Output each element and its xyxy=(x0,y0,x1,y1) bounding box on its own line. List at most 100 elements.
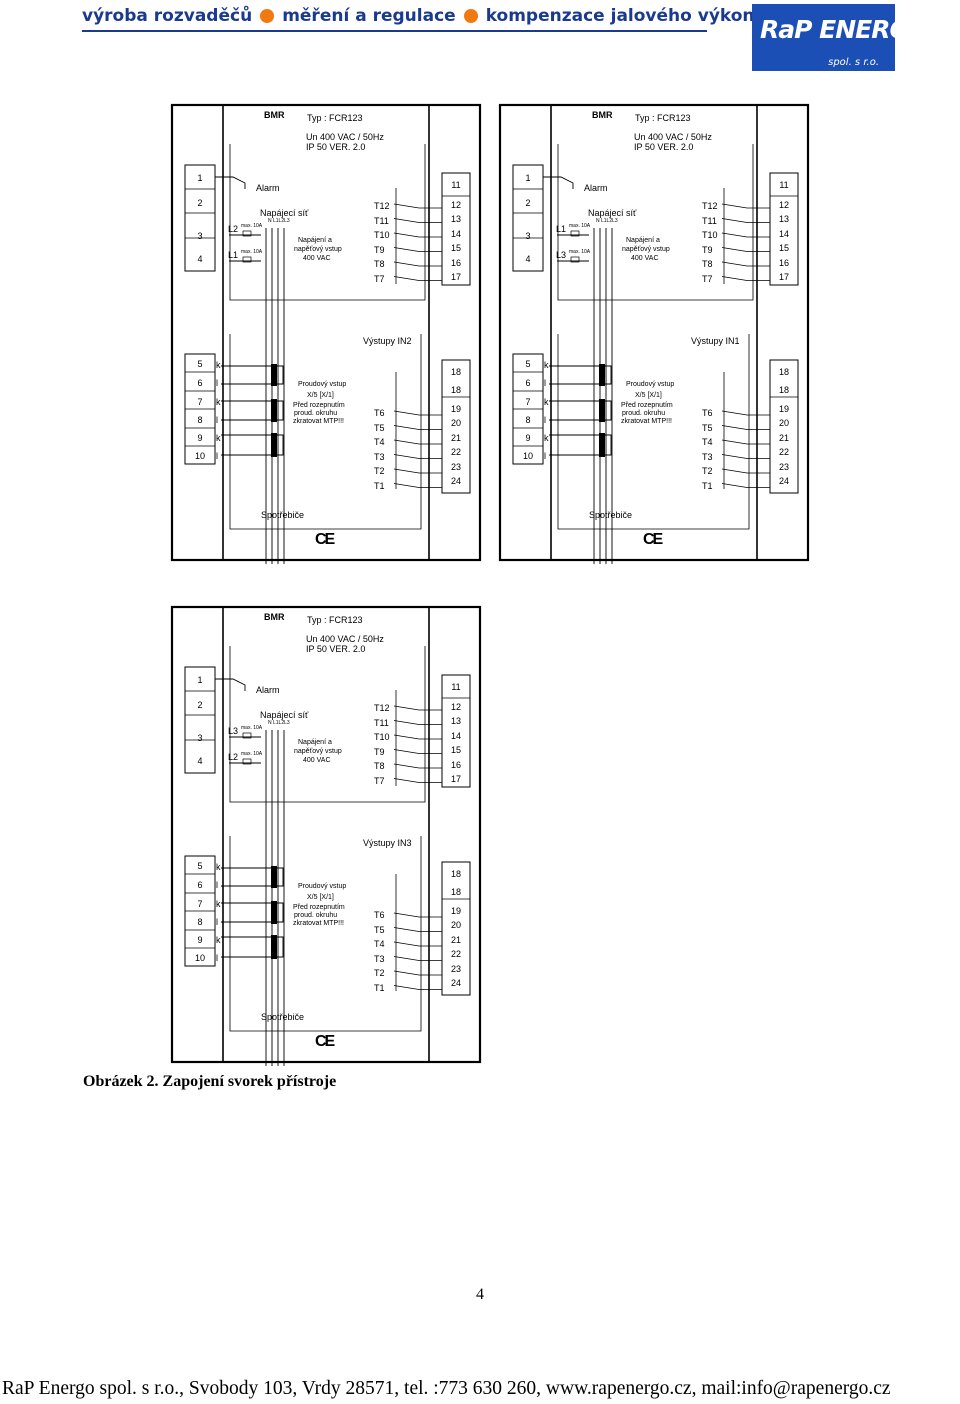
terminal-block-top-left xyxy=(184,666,216,774)
power-input-label: napěťový vstup xyxy=(622,246,670,253)
terminal-number: 3 xyxy=(197,733,203,743)
terminal-number: 4 xyxy=(525,254,531,264)
terminal-number: 5 xyxy=(525,359,531,369)
terminal-number: 22 xyxy=(778,447,789,457)
terminal-number: 18 xyxy=(778,385,789,395)
relay-contact-icon xyxy=(721,276,770,281)
spec-ip: IP 50 VER. 2.0 xyxy=(634,142,694,152)
phase-label-b: L1 xyxy=(228,250,239,260)
relay-contact-icon xyxy=(393,705,442,711)
relay-output-label: T11 xyxy=(374,215,389,226)
header-banner: výroba rozvaděčů měření a regulace kompe… xyxy=(82,0,767,34)
current-input-label: Před rozepnutím xyxy=(293,402,345,409)
device-casing xyxy=(170,103,482,562)
terminal-number: 18 xyxy=(778,367,789,377)
relay-contact-icon xyxy=(393,763,442,769)
terminal-number: 19 xyxy=(778,404,789,414)
current-transformer-icon xyxy=(599,399,605,422)
terminal-number: 12 xyxy=(450,200,461,210)
terminal-number: 15 xyxy=(450,745,461,755)
ct-wire-loop xyxy=(221,936,284,958)
terminal-number: 8 xyxy=(197,917,203,927)
ct-wire-loop xyxy=(221,434,284,456)
relay-output-label: T11 xyxy=(374,717,389,728)
relay-output-label: T9 xyxy=(374,244,385,255)
ct-polarity-label: l xyxy=(216,880,218,890)
relay-contact-icon xyxy=(721,425,770,430)
fuse-icon xyxy=(242,230,252,237)
ct-wire-loop xyxy=(221,365,284,385)
current-input-label: X/5 [X/1] xyxy=(307,894,334,901)
terminal-number: 3 xyxy=(525,231,531,241)
terminal-number: 17 xyxy=(778,272,789,282)
terminal-number: 13 xyxy=(450,214,461,224)
relay-output-label: T1 xyxy=(374,480,385,491)
terminal-number: 11 xyxy=(451,682,461,692)
outputs-title: Výstupy IN2 xyxy=(363,336,412,346)
relay-contact-icon xyxy=(721,410,770,416)
relay-contact-icon xyxy=(393,218,442,223)
terminal-number: 17 xyxy=(450,774,461,784)
ct-polarity-label: k xyxy=(216,899,221,909)
supply-phases-label: N L1L2L3 xyxy=(268,218,290,224)
terminal-number: 6 xyxy=(197,378,203,388)
current-transformer-icon xyxy=(271,866,277,888)
terminal-number: 4 xyxy=(197,756,203,766)
terminal-number: 19 xyxy=(450,906,461,916)
terminal-block-bottom-right xyxy=(441,861,471,996)
relay-output-label: T5 xyxy=(702,422,713,433)
terminal-number: 22 xyxy=(450,949,461,959)
relay-contact-icon xyxy=(721,203,770,209)
current-input-label: zkratovat MTP!!! xyxy=(621,418,672,425)
relay-contact-icon xyxy=(393,956,442,961)
relay-contact-icon xyxy=(393,247,442,252)
relay-output-label: T2 xyxy=(702,466,713,476)
terminal-number: 23 xyxy=(778,462,789,472)
outputs-title: Výstupy IN3 xyxy=(363,838,412,848)
header-service-3: kompenzace jalového výkonu xyxy=(485,6,767,26)
spec-voltage: Un 400 VAC / 50Hz xyxy=(306,634,384,644)
terminal-number: 20 xyxy=(778,418,789,428)
spec-ip: IP 50 VER. 2.0 xyxy=(306,142,366,152)
ct-polarity-label: k xyxy=(216,360,221,370)
header-service-2: měření a regulace xyxy=(282,6,456,26)
relay-contact-icon xyxy=(393,454,442,459)
ce-mark: CE xyxy=(315,1033,335,1050)
header-rule xyxy=(82,30,707,32)
current-input-label: zkratovat MTP!!! xyxy=(293,920,344,927)
lower-rail xyxy=(229,836,422,1032)
spec-voltage: Un 400 VAC / 50Hz xyxy=(634,132,712,142)
terminal-block-top-right xyxy=(769,172,799,286)
brand-mark: BMR xyxy=(264,110,285,120)
terminal-number: 16 xyxy=(450,258,461,268)
current-transformer-icon xyxy=(271,901,277,924)
relay-contact-icon xyxy=(393,439,442,445)
relay-contact-icon xyxy=(393,749,442,754)
terminal-number: 7 xyxy=(525,397,531,407)
ct-polarity-label: l xyxy=(216,953,218,963)
terminal-block-top-left xyxy=(184,164,216,272)
terminal-number: 16 xyxy=(778,258,789,268)
relay-contact-icon xyxy=(393,734,442,740)
relay-contact-icon xyxy=(393,912,442,918)
ct-polarity-label: l xyxy=(544,378,546,388)
fuse-rating: max. 10A xyxy=(569,249,591,255)
relay-contact-icon xyxy=(721,483,770,488)
relay-contact-icon xyxy=(393,425,442,430)
terminal-number: 18 xyxy=(450,385,461,395)
current-input-label: X/5 [X/1] xyxy=(635,392,662,399)
current-transformer-icon xyxy=(599,433,605,457)
current-input-label: Proudový vstup xyxy=(298,381,347,388)
relay-contact-icon xyxy=(393,261,442,267)
current-transformer-icon xyxy=(599,364,605,386)
relay-output-label: T3 xyxy=(374,451,385,462)
terminal-block-top-right xyxy=(441,172,471,286)
bullet-icon xyxy=(463,9,478,23)
relay-output-label: T11 xyxy=(702,215,717,226)
ct-wire-loop xyxy=(549,434,612,456)
terminal-number: 20 xyxy=(450,920,461,930)
terminal-number: 3 xyxy=(197,231,203,241)
terminal-number: 21 xyxy=(450,433,461,443)
relay-output-label: T6 xyxy=(702,408,713,418)
terminal-number: 24 xyxy=(450,476,461,486)
